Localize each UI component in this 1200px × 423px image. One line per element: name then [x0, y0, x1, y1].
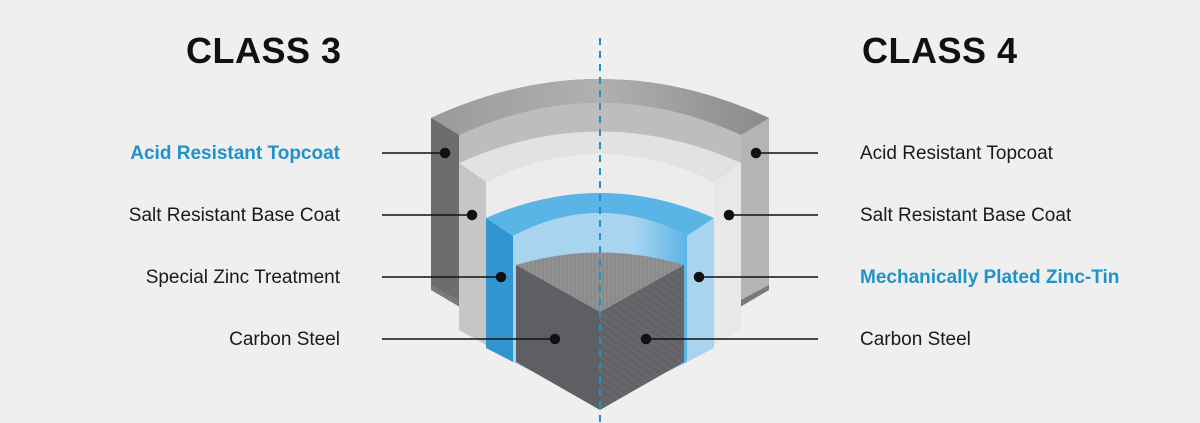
class-4-title: CLASS 4 [862, 30, 1018, 71]
left-label-base-coat: Salt Resistant Base Coat [128, 205, 340, 226]
class-3-title: CLASS 3 [186, 30, 342, 71]
right-label-topcoat: Acid Resistant Topcoat [860, 143, 1053, 164]
right-label-zinc-tin: Mechanically Plated Zinc-Tin [860, 267, 1120, 288]
left-leader-lines [382, 147, 561, 345]
left-label-zinc: Special Zinc Treatment [145, 267, 340, 288]
right-label-base-coat: Salt Resistant Base Coat [860, 205, 1072, 226]
right-leader-lines [640, 147, 818, 345]
left-label-carbon-steel: Carbon Steel [229, 329, 340, 350]
left-label-topcoat: Acid Resistant Topcoat [130, 143, 340, 164]
right-label-carbon-steel: Carbon Steel [860, 329, 971, 350]
